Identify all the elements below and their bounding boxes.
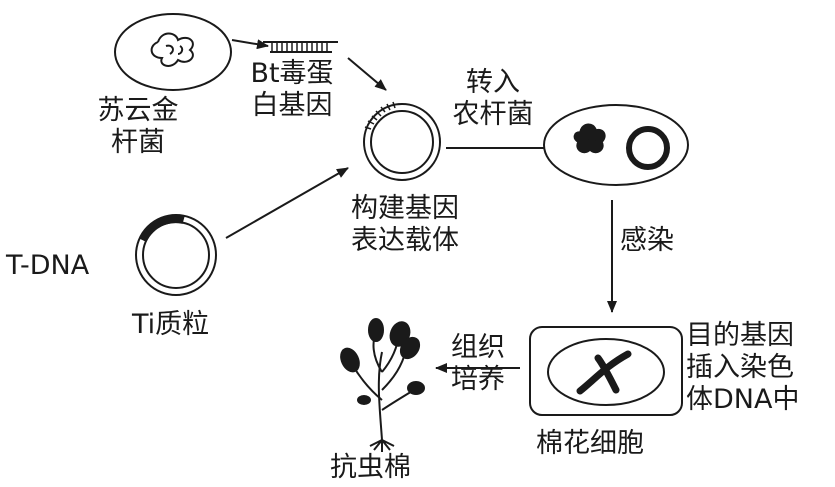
bt-gene-label: Bt毒蛋 白基因 — [242, 58, 342, 122]
bacterium-label-line2: 杆菌 — [88, 127, 188, 159]
arrow-ti-to-vector — [226, 168, 348, 238]
cotton-cell-label-text: 棉花细胞 — [536, 428, 644, 460]
tdna-label-text: T-DNA — [6, 250, 89, 282]
culture-label-line2: 培养 — [440, 364, 516, 396]
insert-label-line3: 体DNA中 — [686, 384, 799, 416]
cotton-plant-icon — [338, 319, 424, 452]
agrobacterium-chromosome-icon — [574, 124, 605, 152]
bt-gene-label-line2: 白基因 — [242, 90, 342, 122]
culture-label-line1: 组织 — [440, 332, 516, 364]
plant-label: 抗虫棉 — [330, 452, 411, 484]
expression-vector-plasmid — [364, 102, 440, 180]
ti-plasmid — [136, 215, 216, 295]
tdna-label: T-DNA — [6, 250, 89, 282]
insert-label: 目的基因 插入染色 体DNA中 — [686, 320, 799, 416]
ti-plasmid-label: Ti质粒 — [132, 309, 209, 341]
bt-gene-fragment — [263, 42, 338, 52]
bacillus-cell — [115, 14, 231, 90]
bacterium-label: 苏云金 杆菌 — [88, 95, 188, 159]
vector-label: 构建基因 表达载体 — [340, 193, 470, 257]
tdna-segment — [140, 215, 184, 241]
arrow-gene-to-vector — [348, 58, 386, 90]
transfer-label-line1: 转入 — [440, 67, 546, 99]
agrobacterium-plasmid-icon — [629, 129, 667, 167]
insert-label-line2: 插入染色 — [686, 352, 799, 384]
transfer-label-line2: 农杆菌 — [440, 99, 546, 131]
infect-label-text: 感染 — [620, 225, 674, 257]
transfer-label: 转入 农杆菌 — [440, 67, 546, 131]
agrobacterium-cell — [544, 105, 688, 185]
chromosome-icon — [580, 354, 628, 391]
bacillus-chromosome-icon — [152, 34, 193, 66]
culture-label: 组织 培养 — [440, 332, 516, 396]
insert-label-line1: 目的基因 — [686, 320, 799, 352]
arrow-bacillus-to-gene — [232, 40, 268, 46]
vector-label-line1: 构建基因 — [340, 193, 470, 225]
cotton-cell-label: 棉花细胞 — [536, 428, 644, 460]
plant-label-text: 抗虫棉 — [330, 452, 411, 484]
bt-gene-label-line1: Bt毒蛋 — [242, 58, 342, 90]
vector-label-line2: 表达载体 — [340, 225, 470, 257]
infect-label: 感染 — [620, 225, 674, 257]
cotton-cell — [530, 327, 682, 415]
ti-plasmid-label-text: Ti质粒 — [132, 309, 209, 341]
bacterium-label-line1: 苏云金 — [88, 95, 188, 127]
